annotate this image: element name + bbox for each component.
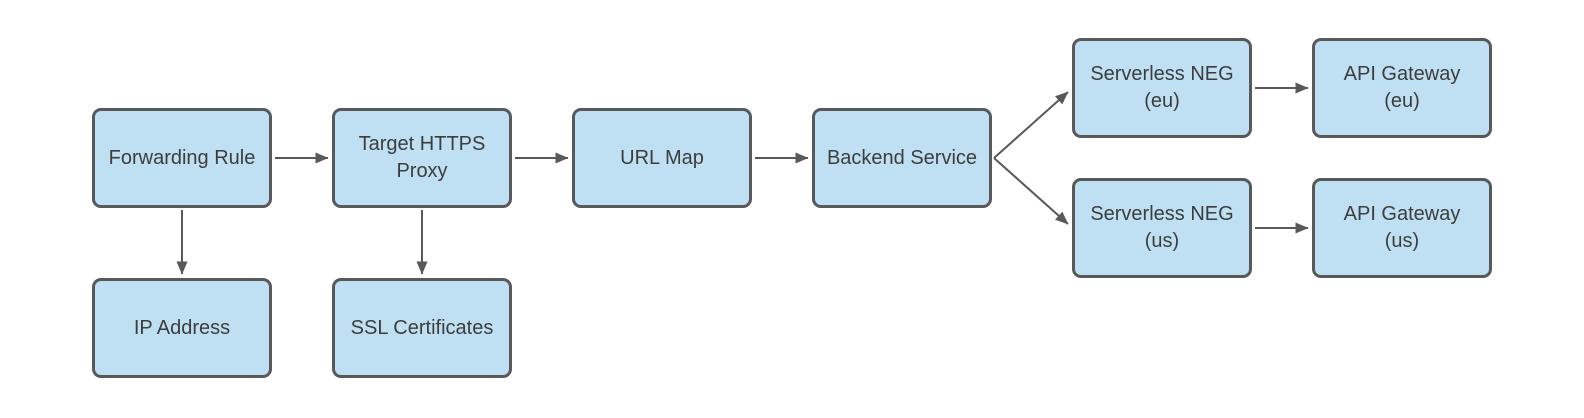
node-label: Target HTTPS bbox=[358, 133, 486, 155]
node-sublabel: (eu) bbox=[1384, 90, 1420, 112]
node-forwarding-rule: Forwarding Rule bbox=[92, 108, 272, 208]
node-serverless-neg-eu: Serverless NEG (eu) bbox=[1072, 38, 1252, 138]
node-label: IP Address bbox=[133, 316, 231, 339]
node-sublabel: (us) bbox=[1384, 230, 1420, 252]
connector-backend-service-to-serverless-neg-us bbox=[993, 157, 1069, 225]
node-url-map: URL Map bbox=[572, 108, 752, 208]
node-ssl-certificates: SSL Certificates bbox=[332, 278, 512, 378]
node-target-https-proxy: Target HTTPS Proxy bbox=[332, 108, 512, 208]
node-ip-address: IP Address bbox=[92, 278, 272, 378]
node-sublabel: (eu) bbox=[1144, 90, 1180, 112]
node-label: Serverless NEG bbox=[1090, 63, 1234, 85]
node-api-gateway-us: API Gateway (us) bbox=[1312, 178, 1492, 278]
node-sublabel: Proxy bbox=[396, 160, 448, 182]
node-api-gateway-eu: API Gateway (eu) bbox=[1312, 38, 1492, 138]
connector-backend-service-to-serverless-neg-eu bbox=[993, 91, 1069, 159]
node-serverless-neg-us: Serverless NEG (us) bbox=[1072, 178, 1252, 278]
node-label: SSL Certificates bbox=[350, 316, 494, 339]
node-label: API Gateway bbox=[1343, 63, 1461, 85]
node-label: Serverless NEG bbox=[1090, 203, 1234, 225]
node-label: Backend Service bbox=[826, 146, 978, 169]
node-sublabel: (us) bbox=[1144, 230, 1180, 252]
node-label: URL Map bbox=[620, 146, 704, 169]
node-backend-service: Backend Service bbox=[812, 108, 992, 208]
node-label: Forwarding Rule bbox=[108, 146, 256, 169]
node-label: API Gateway bbox=[1343, 203, 1461, 225]
